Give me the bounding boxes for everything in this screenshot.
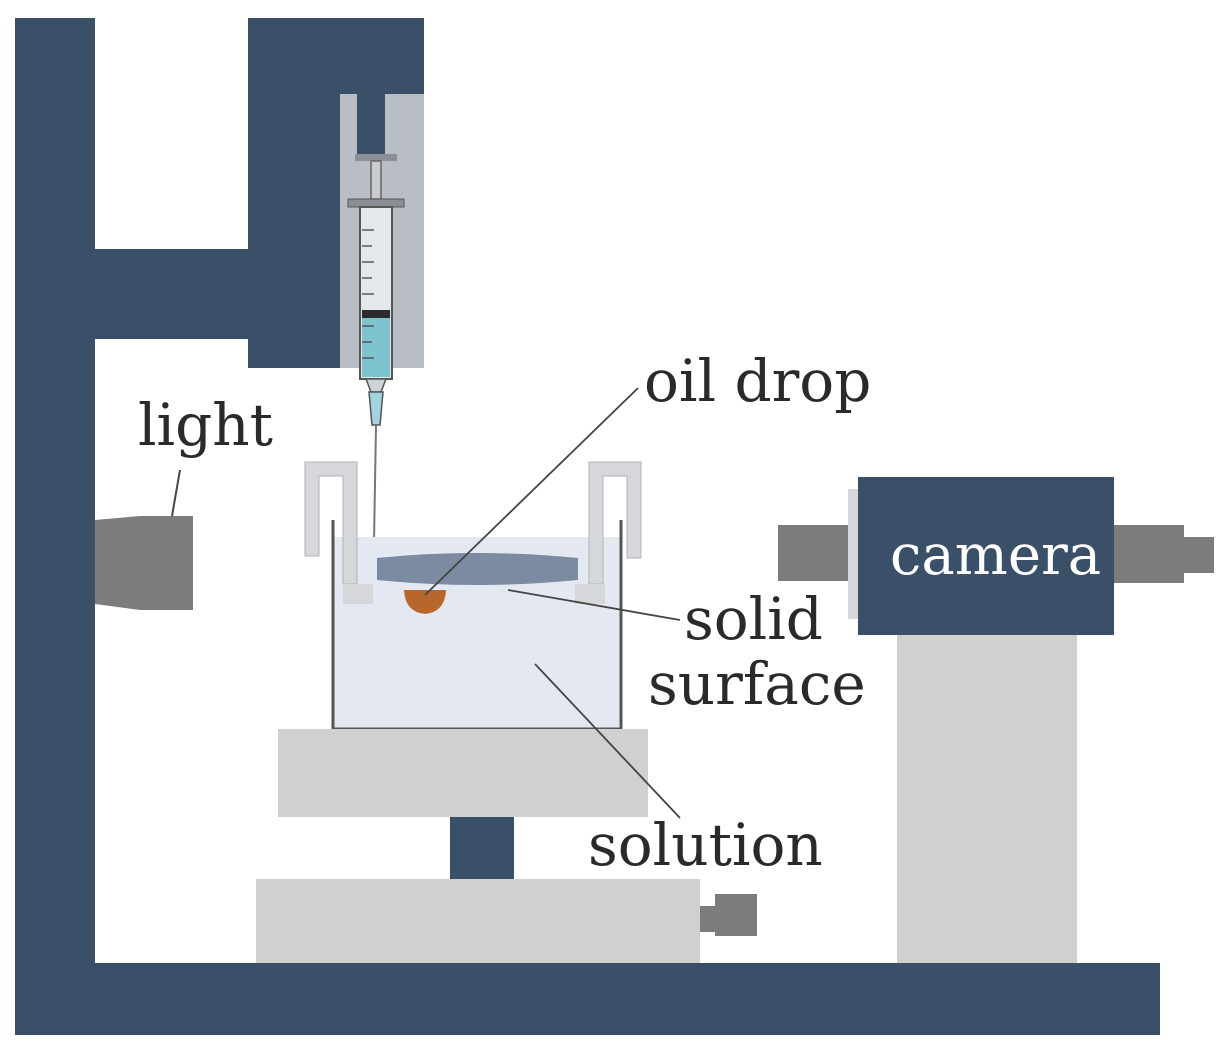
stage-post (450, 817, 514, 879)
syringe-plunger-seal (362, 310, 390, 318)
light-label: light (138, 391, 273, 459)
solid-surface-label-line2: surface (648, 650, 866, 718)
frame-base (15, 963, 1160, 1035)
plunger-thumb (355, 154, 397, 161)
stage-assembly (256, 729, 757, 963)
solid-surface (377, 553, 578, 585)
camera-rear-tip (1184, 537, 1214, 573)
frame-arm-top (248, 18, 424, 94)
camera-rear-plug (1114, 525, 1184, 583)
sample-cell (304, 461, 642, 731)
camera-label: camera (890, 523, 1102, 588)
solid-surface-leader (507, 589, 681, 621)
light-icon (95, 516, 193, 610)
camera-lens (778, 525, 850, 581)
syringe-assembly (340, 94, 431, 660)
light-source (95, 469, 193, 610)
syringe-liquid (362, 318, 390, 377)
syringe-tip (364, 378, 388, 393)
clamp-bottom-left (343, 584, 373, 604)
camera-body (858, 477, 1114, 635)
oil-drop (404, 590, 446, 614)
left-clamp (304, 461, 358, 585)
oil-drop-leader (424, 387, 639, 596)
syringe-plunger-rod (357, 94, 385, 156)
stage-knob (715, 894, 757, 936)
solution-label: solution (588, 811, 823, 879)
solution-leader (534, 663, 681, 819)
oil-drop-label: oil drop (644, 347, 872, 415)
clamp-bottom-right (575, 584, 605, 604)
light-leader-line (171, 469, 181, 517)
solid-surface-label-line1: solid (684, 585, 823, 653)
leader-lines (424, 387, 681, 819)
camera-assembly (778, 477, 1214, 963)
camera-support (897, 635, 1077, 963)
syringe-graduations (362, 229, 374, 359)
syringe-flange (347, 198, 405, 208)
lower-stage (256, 879, 700, 963)
frame-left-column (15, 18, 95, 1035)
needle-hub (368, 391, 384, 426)
support-frame (15, 18, 1160, 1035)
plunger-shaft (370, 160, 382, 200)
upper-stage (278, 729, 648, 817)
